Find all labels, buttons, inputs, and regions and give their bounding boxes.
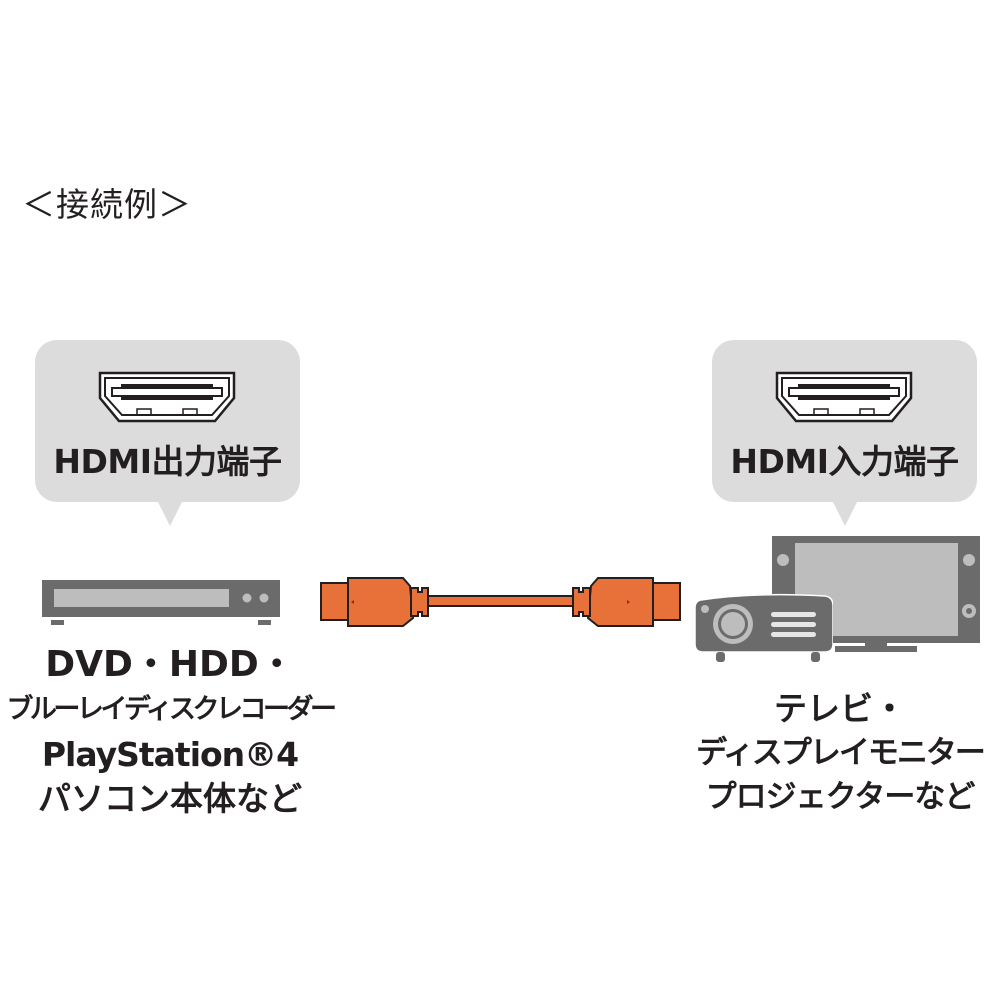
tv-icon bbox=[772, 536, 980, 652]
caption-line: ブルーレイディスクレコーダー bbox=[6, 694, 337, 725]
hdmi-cable-icon bbox=[320, 577, 681, 627]
hdmi-port-icon bbox=[98, 371, 236, 423]
hdmi-port-icon bbox=[775, 371, 913, 423]
caption-line: テレビ・ bbox=[774, 689, 906, 728]
input-port-bubble: HDMI入力端子 bbox=[712, 340, 977, 526]
caption-line: DVD・HDD・ bbox=[45, 644, 295, 685]
caption-line: PlayStation®4 bbox=[41, 735, 299, 774]
caption-line: ディスプレイモニター bbox=[696, 735, 986, 771]
source-devices-caption: DVD・HDD・ ブルーレイディスクレコーダー PlayStation®4 パソ… bbox=[0, 643, 340, 821]
destination-devices-caption: テレビ・ ディスプレイモニター プロジェクターなど bbox=[670, 687, 1000, 819]
input-port-label: HDMI入力端子 bbox=[730, 442, 959, 481]
output-port-label: HDMI出力端子 bbox=[53, 442, 282, 481]
dvd-recorder-icon bbox=[42, 580, 280, 625]
output-port-bubble: HDMI出力端子 bbox=[35, 340, 300, 526]
caption-line: プロジェクターなど bbox=[705, 779, 976, 815]
projector-icon bbox=[694, 593, 833, 662]
caption-line: パソコン本体など bbox=[38, 779, 302, 818]
diagram-title: ＜接続例＞ bbox=[22, 185, 192, 224]
